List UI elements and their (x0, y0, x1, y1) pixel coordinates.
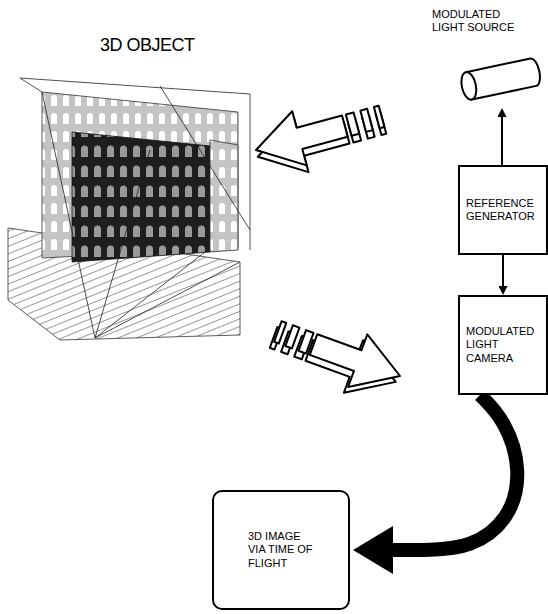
connector-arrow (501, 117, 503, 165)
light-source-cylinder (430, 52, 546, 108)
node-label: 3D IMAGE VIA TIME OF FLIGHT (248, 530, 314, 570)
light-source: MODULATED LIGHT SOURCE (430, 8, 546, 108)
output-box: 3D IMAGE VIA TIME OF FLIGHT (212, 490, 350, 610)
connector-arrow (502, 255, 504, 286)
side-wall (210, 140, 238, 252)
connector-arrow (392, 395, 517, 550)
construction-lines (20, 78, 250, 338)
node-label: MODULATED LIGHT CAMERA (466, 325, 544, 365)
camera-box: MODULATED LIGHT CAMERA (458, 295, 548, 395)
emitted-light-arrow (249, 89, 391, 183)
object-title: 3D OBJECT (100, 36, 195, 56)
reflected-light-arrow (264, 305, 410, 409)
reference-generator-box: REFERENCE GENERATOR (458, 165, 548, 255)
node-label: REFERENCE GENERATOR (466, 197, 544, 223)
inner-wall (72, 132, 210, 262)
node-label: MODULATED LIGHT SOURCE (432, 8, 522, 34)
